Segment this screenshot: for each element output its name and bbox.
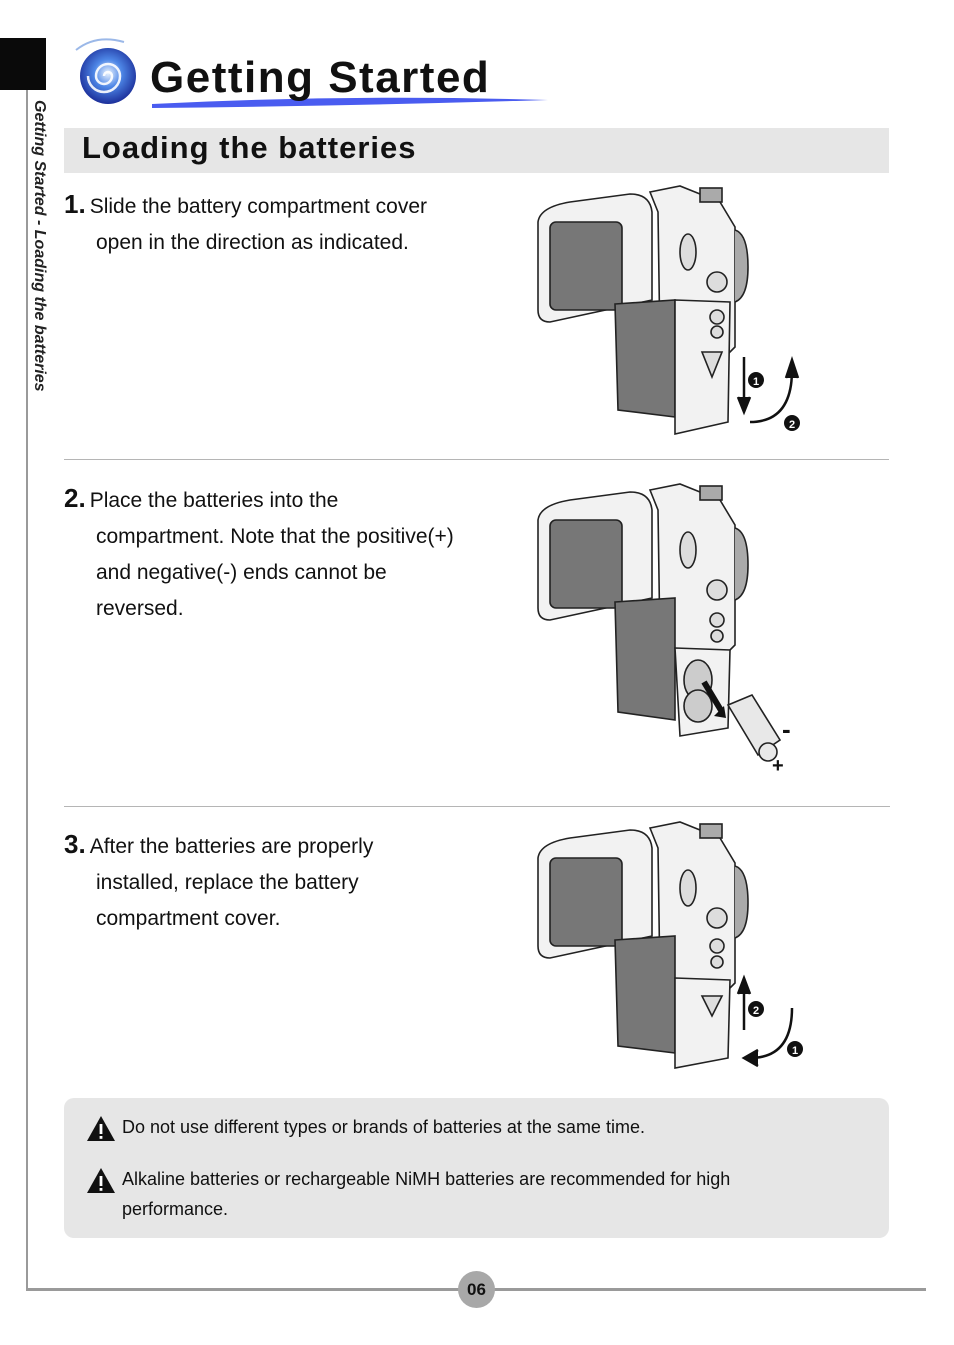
caution-note-2: Alkaline batteries or rechargeable NiMH … [86,1164,866,1224]
battery-positive-sign: + [772,755,784,777]
step-divider [64,806,890,807]
camera-battery-insert-illustration: - + [537,483,791,777]
side-running-title: Getting Started - Loading the batteries [28,100,50,460]
left-margin-rule [26,90,28,1290]
section-title: Loading the batteries [82,130,417,165]
step-text-line: reversed. [96,597,184,620]
figure-marker-2: 2 [789,419,795,431]
camera-cover-open-illustration: 1 2 [537,185,800,436]
step-text-line: compartment. Note that the positive(+) [96,525,454,548]
section-heading-bar [64,128,889,173]
caution-note-text: Do not use different types or brands of … [122,1117,645,1137]
step-text-line: compartment cover. [96,907,281,930]
figure-marker-2: 2 [753,1005,759,1017]
step-1: 1.Slide the battery compartment cover op… [64,186,494,261]
step-3: 3.After the batteries are properly insta… [64,826,494,937]
caution-notes-box [64,1098,889,1238]
step-divider [64,459,889,460]
step-number: 3. [64,829,86,859]
corner-tab [0,38,46,90]
figure-marker-1: 1 [792,1045,798,1057]
warning-triangle-icon [87,1116,115,1141]
side-title-text: Getting Started - Loading the batteries [31,100,48,392]
title-underline-swoosh [152,97,548,108]
step-number: 1. [64,189,86,219]
camera-cover-close-illustration: 2 1 [537,821,803,1069]
battery-negative-sign: - [782,714,791,744]
step-text-line: Place the batteries into the [89,489,339,512]
caution-note-text: Alkaline batteries or rechargeable NiMH … [122,1169,731,1219]
page-title: Getting Started [150,53,491,102]
step-text-line: open in the direction as indicated. [96,231,409,254]
figure-marker-1: 1 [753,376,759,388]
warning-triangle-icon [87,1168,115,1193]
caution-note-1: Do not use different types or brands of … [86,1112,866,1142]
step-text-line: After the batteries are properly [89,835,374,858]
step-text-line: installed, replace the battery [96,871,359,894]
page-number: 06 [458,1271,495,1308]
step-number: 2. [64,483,86,513]
step-text-line: and negative(-) ends cannot be [96,561,387,584]
swirl-logo-icon [75,38,136,104]
step-2: 2.Place the batteries into the compartme… [64,480,504,627]
step-text-line: Slide the battery compartment cover [89,195,428,218]
